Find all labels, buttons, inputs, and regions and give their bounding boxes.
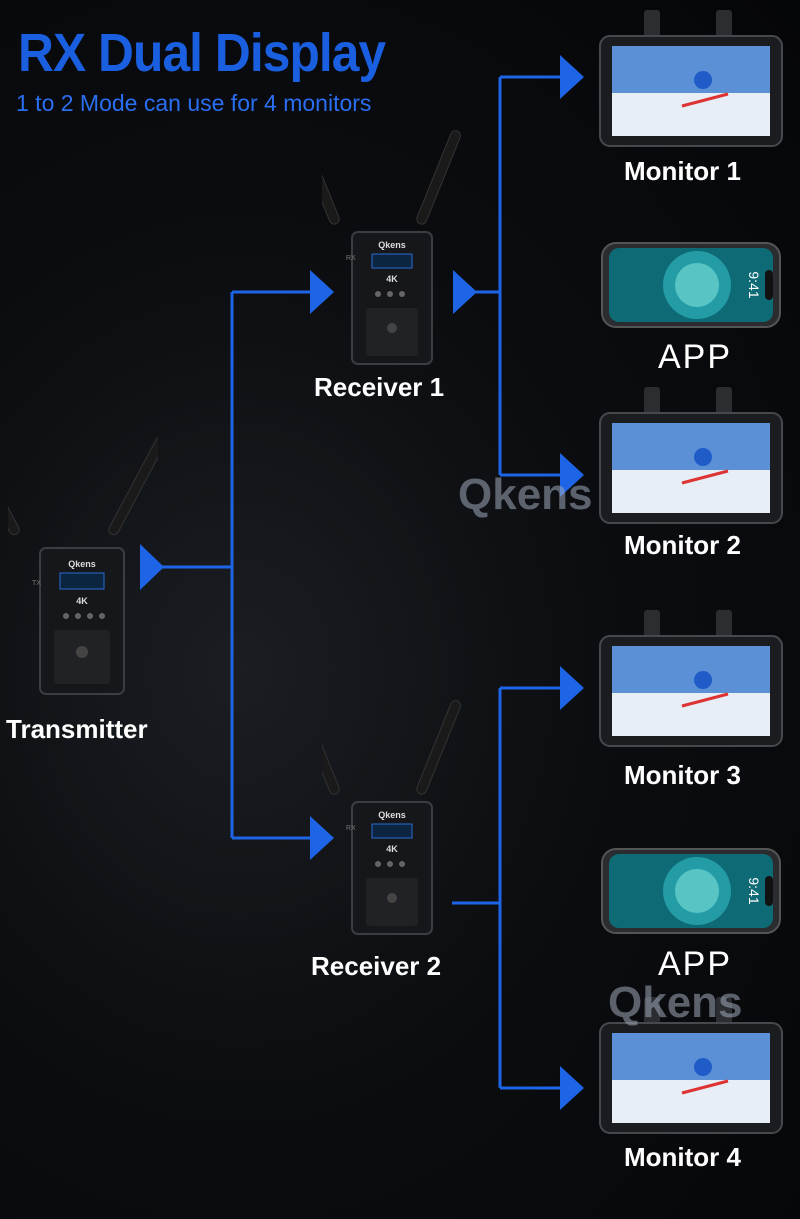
app1-phone: 9:41 (601, 242, 781, 328)
app2-label: APP (658, 945, 733, 983)
antenna-icon (322, 130, 461, 225)
monitor3-label: Monitor 3 (624, 760, 741, 790)
arrow-receiver1-out (453, 270, 477, 314)
device-brand: Qkens (378, 240, 406, 250)
transmitter-label: Transmitter (6, 714, 148, 744)
monitor1-label: Monitor 1 (624, 156, 741, 186)
monitor3-display (599, 610, 783, 747)
device-badge: 4K (386, 844, 398, 854)
page-title: RX Dual Display (18, 23, 386, 83)
receiver2-label: Receiver 2 (311, 951, 442, 981)
receiver1-device: Qkens 4K RX (322, 130, 461, 365)
arrow-to-monitor4 (560, 1066, 584, 1110)
device-side-text: RX (346, 825, 356, 832)
page-subtitle: 1 to 2 Mode can use for 4 monitors (16, 90, 372, 116)
watermark-text: Qkens (458, 470, 593, 519)
watermark-text: Qkens (608, 978, 743, 1027)
phone-time: 9:41 (746, 877, 762, 904)
device-badge: 4K (76, 596, 88, 606)
arrow-transmitter-out (140, 544, 164, 590)
device-side-text: RX (346, 255, 356, 262)
device-brand: Qkens (68, 559, 96, 569)
device-side-text: TX (32, 580, 41, 587)
arrow-to-monitor1 (560, 55, 584, 99)
receiver2-device: Qkens 4K RX (322, 700, 461, 935)
monitor1-display (599, 10, 783, 147)
arrow-to-receiver2 (310, 816, 334, 860)
monitor2-display (599, 387, 783, 524)
antenna-icon (8, 435, 158, 536)
arrow-to-monitor2 (560, 453, 584, 497)
monitor2-label: Monitor 2 (624, 530, 741, 560)
receiver1-label: Receiver 1 (314, 372, 445, 402)
monitor4-label: Monitor 4 (624, 1142, 741, 1172)
monitor4-display (599, 997, 783, 1134)
app1-label: APP (658, 338, 733, 376)
phone-time: 9:41 (746, 271, 762, 298)
device-badge: 4K (386, 274, 398, 284)
app2-phone: 9:41 (601, 848, 781, 934)
transmitter-device: Qkens 4K TX (8, 435, 158, 695)
arrow-to-receiver1 (310, 270, 334, 314)
antenna-icon (322, 700, 461, 795)
arrow-to-monitor3 (560, 666, 584, 710)
device-brand: Qkens (378, 810, 406, 820)
